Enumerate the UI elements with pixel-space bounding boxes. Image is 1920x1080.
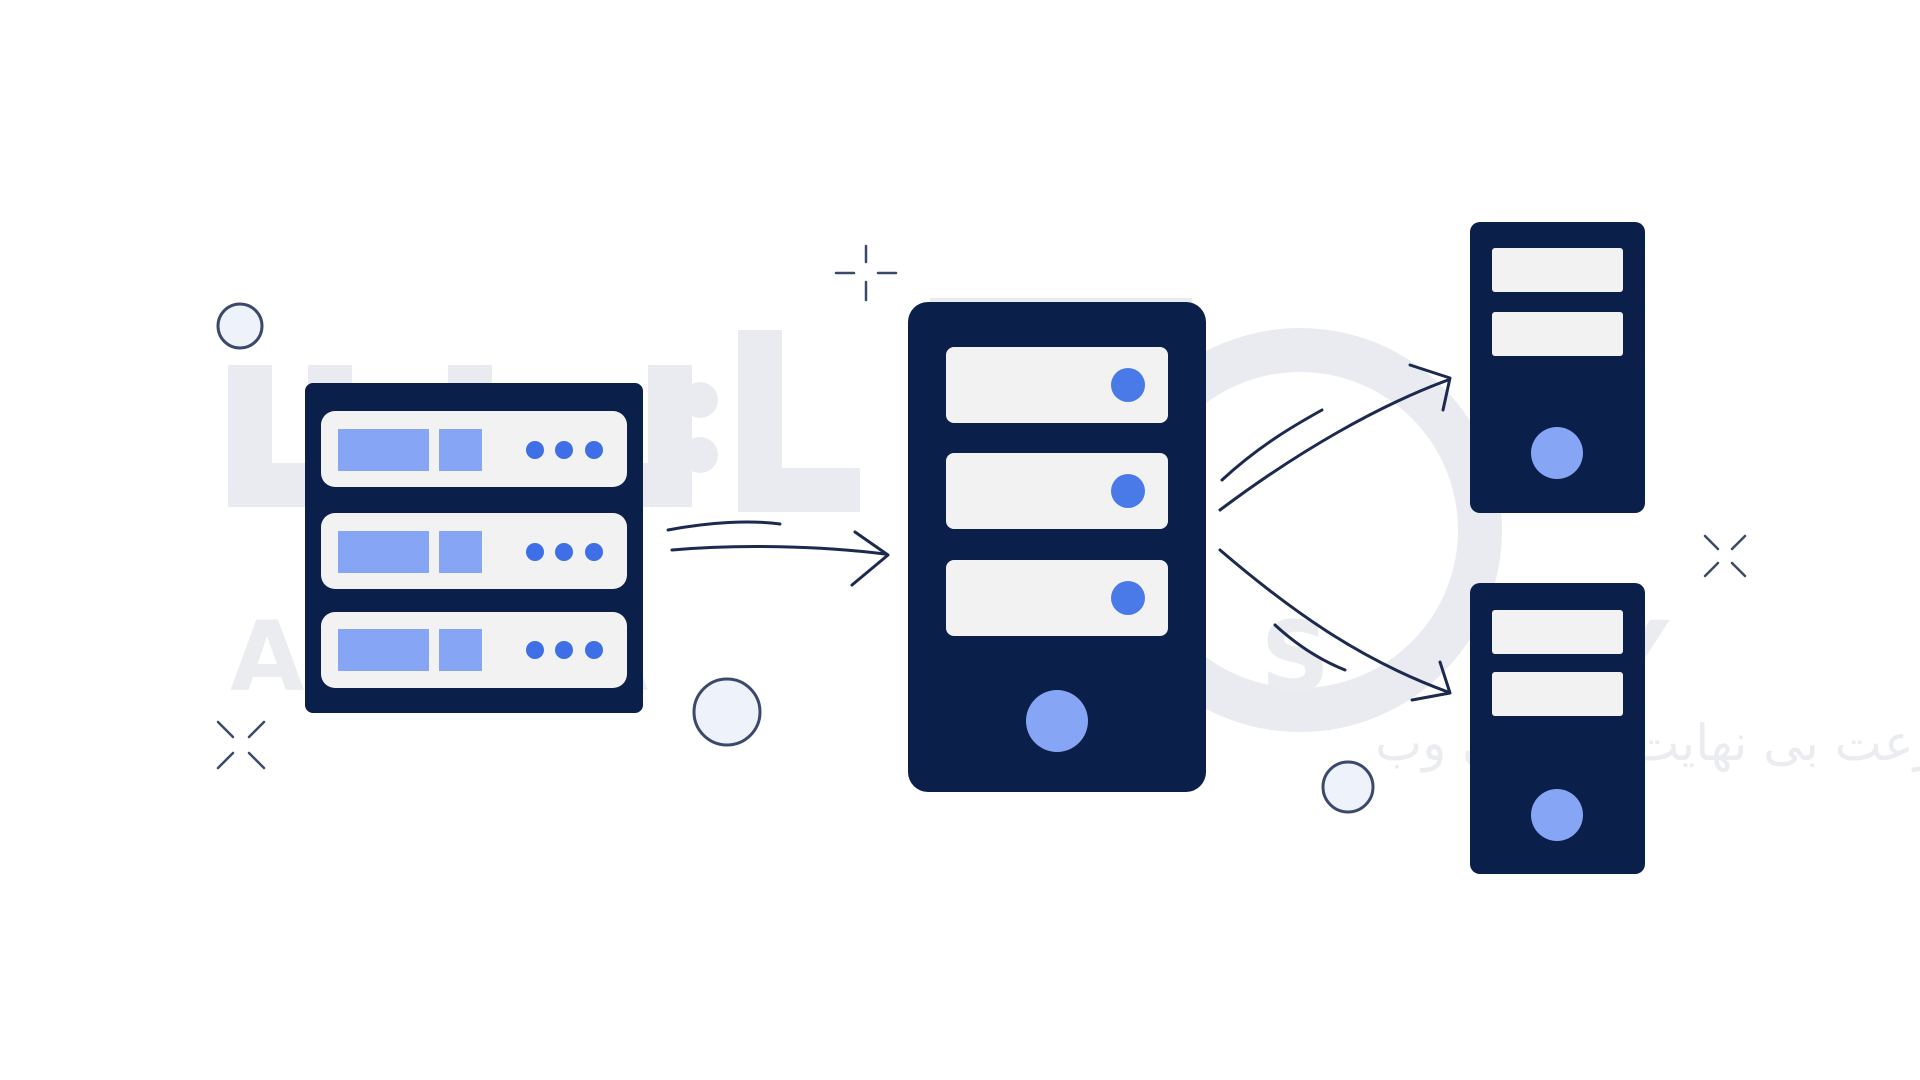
target-server-top: [1470, 222, 1645, 513]
tower-bay: [1492, 610, 1623, 654]
rack-slot: [321, 513, 627, 589]
target-server-bottom: [1470, 583, 1645, 874]
decorations: [216, 244, 1747, 814]
arrow-to-central: [666, 520, 890, 587]
central-server: [908, 302, 1206, 792]
tower-body: [1470, 222, 1645, 513]
tower-power-button: [1531, 789, 1583, 841]
sparkle-plus-icon: [834, 244, 898, 302]
tower-bay: [1492, 312, 1623, 356]
tower-body: [1470, 583, 1645, 874]
deco-circle-small-left: [216, 302, 264, 350]
central-server-power-button: [1026, 690, 1088, 752]
watermark-persian-text: سرعت بی نهایت میزبانی وب: [1375, 714, 1920, 773]
rack-slot: [321, 612, 627, 688]
central-server-slot: [946, 347, 1168, 423]
deco-circle-mid: [692, 677, 762, 747]
tower-bay: [1492, 672, 1623, 716]
central-server-slot: [946, 453, 1168, 529]
tower-power-button: [1531, 427, 1583, 479]
deco-circle-right: [1321, 760, 1375, 814]
central-server-body: [908, 302, 1206, 792]
arrow-to-top-tower: [1218, 363, 1452, 512]
central-server-slot: [946, 560, 1168, 636]
arrow-to-bottom-tower: [1218, 548, 1452, 702]
source-server-rack: [305, 383, 643, 713]
sparkle-x-right-icon: [1703, 534, 1747, 578]
tower-bay: [1492, 248, 1623, 292]
rack-slot: [321, 411, 627, 487]
sparkle-x-left-icon: [216, 720, 266, 770]
